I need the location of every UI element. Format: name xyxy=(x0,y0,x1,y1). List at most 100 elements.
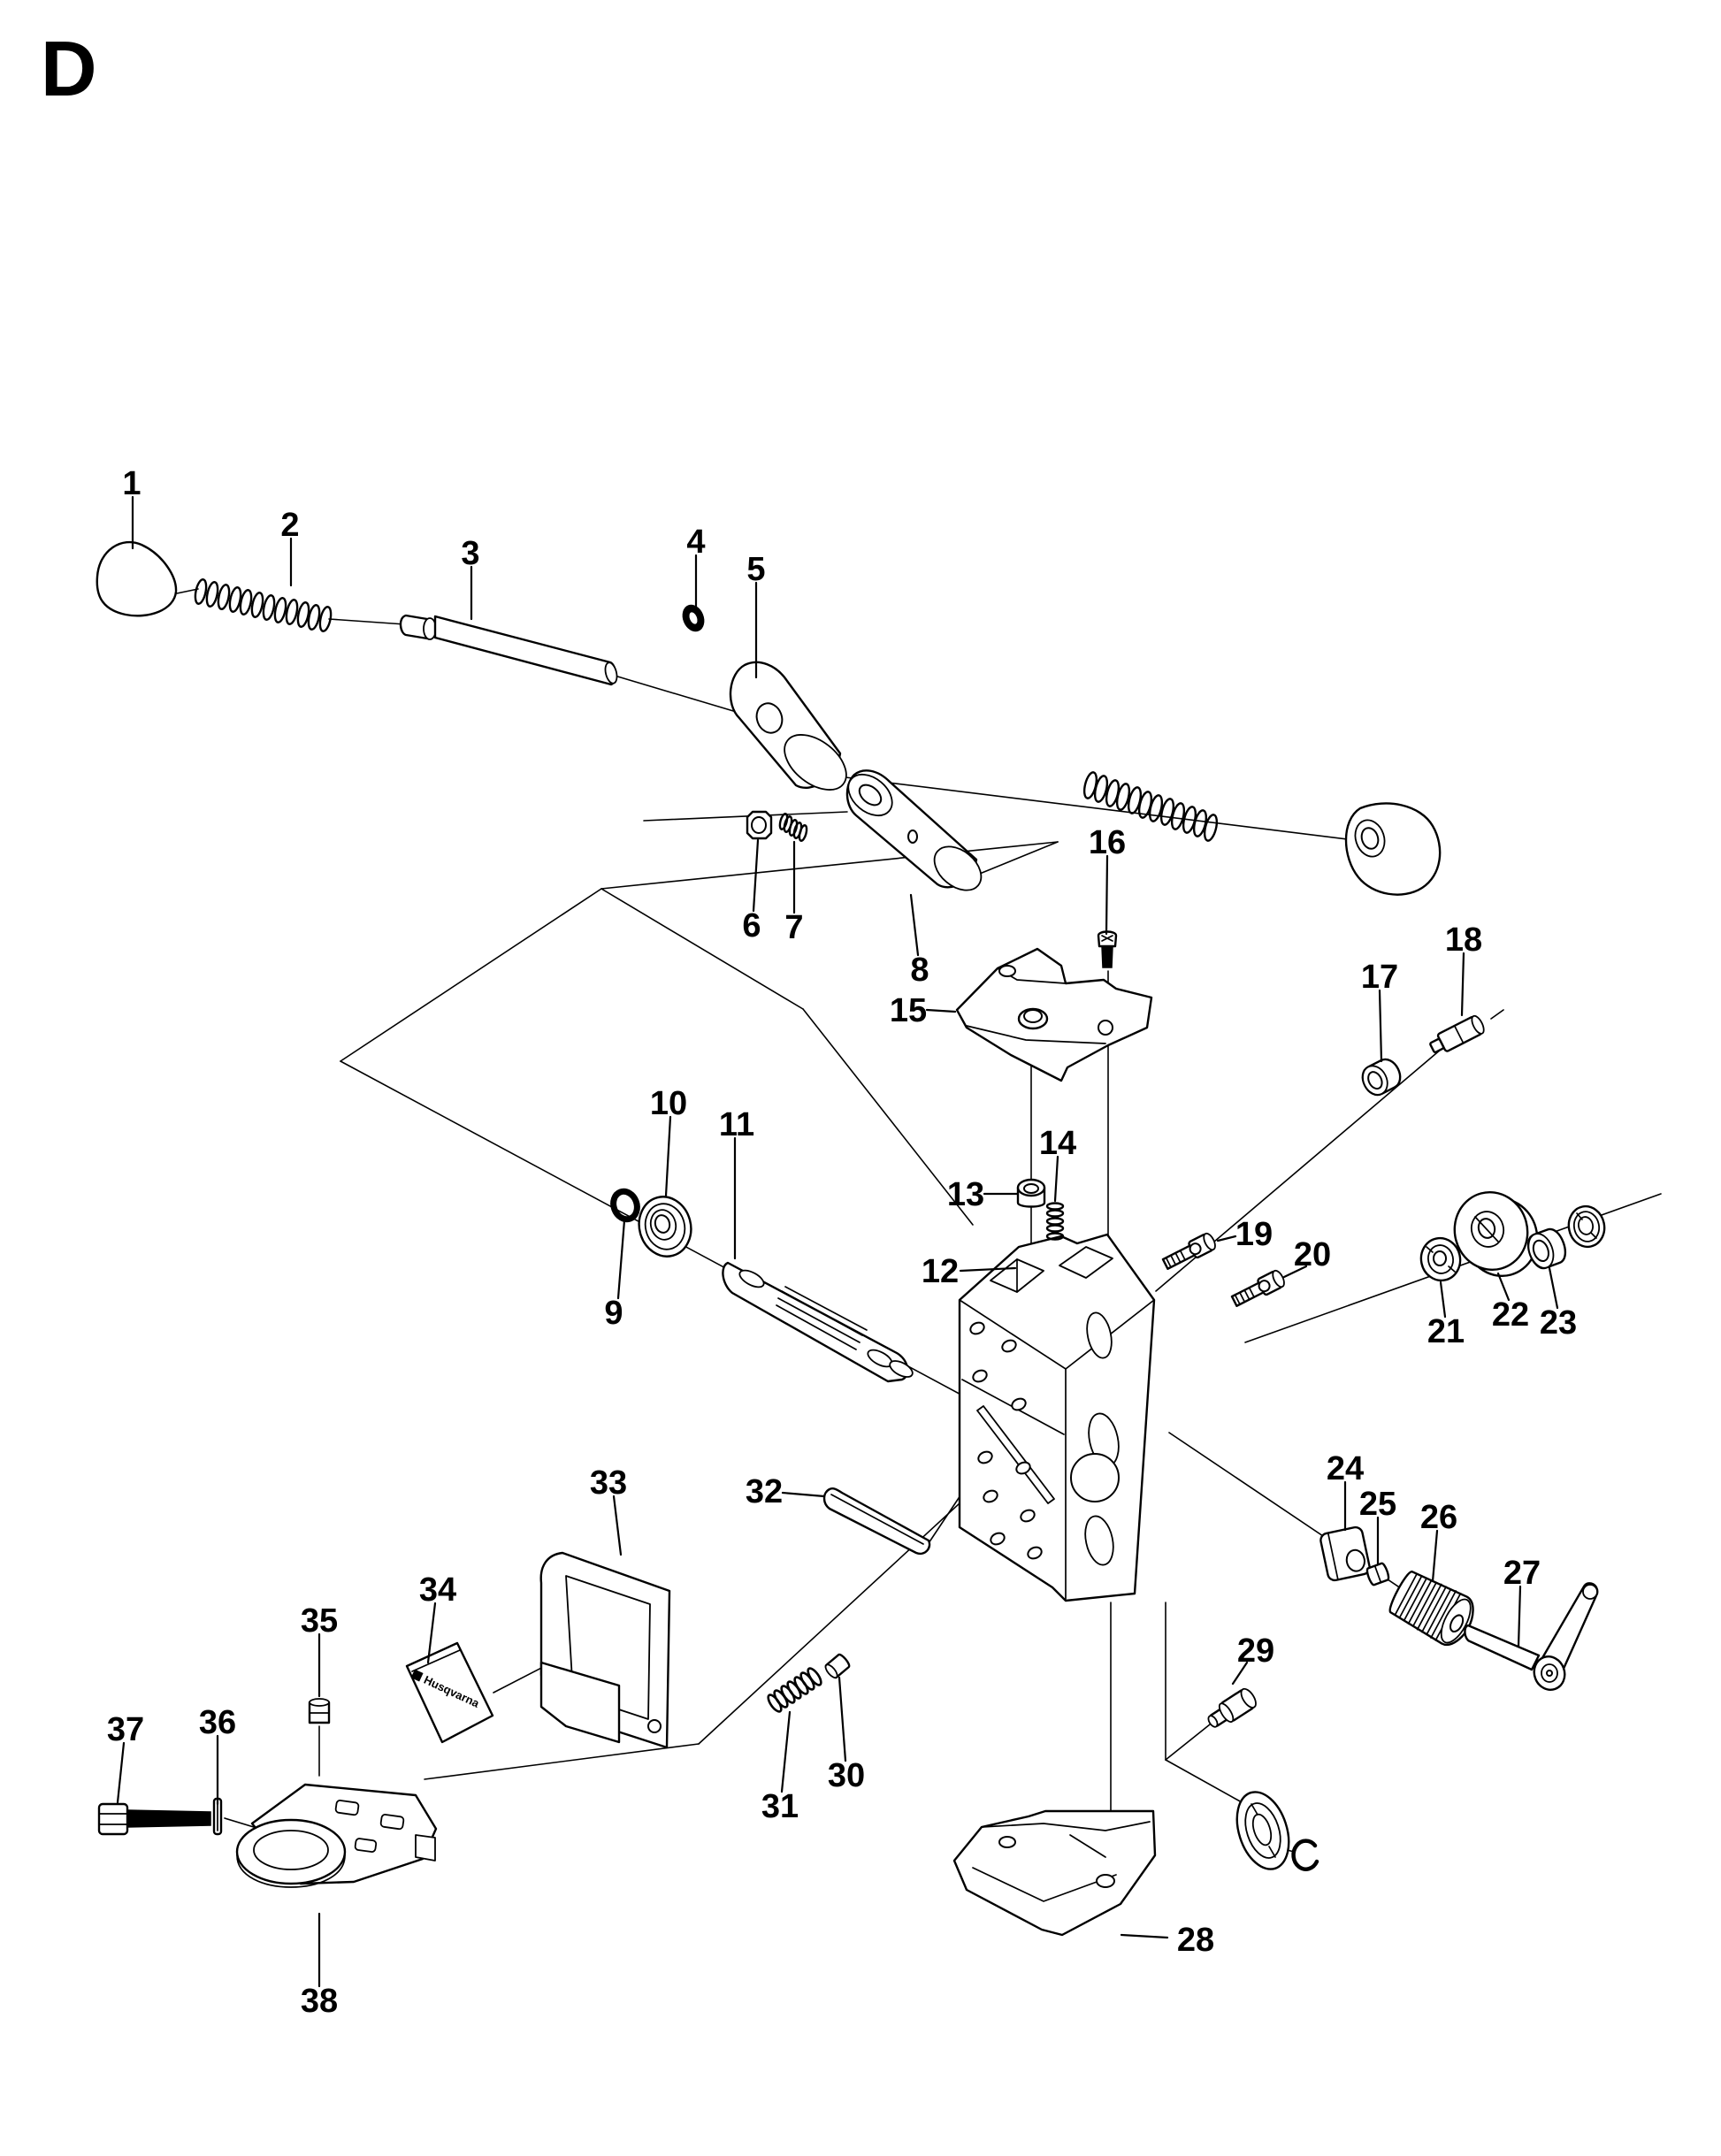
part-label-25: 25 xyxy=(1359,1486,1396,1523)
part-label-11: 11 xyxy=(719,1106,754,1143)
part-leader-14 xyxy=(1053,1155,1059,1203)
part-bracket-28 xyxy=(952,1809,1157,1937)
part-label-26: 26 xyxy=(1420,1499,1457,1536)
part-spacer-25 xyxy=(1365,1562,1390,1586)
part-label-35: 35 xyxy=(301,1602,338,1640)
part-leader-21 xyxy=(1439,1281,1447,1319)
part-leader-33 xyxy=(612,1495,623,1556)
part-leader-23 xyxy=(1548,1266,1559,1310)
part-bearing-right xyxy=(1567,1204,1606,1249)
part-leader-27 xyxy=(1517,1585,1522,1648)
part-label-37: 37 xyxy=(107,1711,144,1748)
part-label-33: 33 xyxy=(590,1464,627,1502)
part-lever-27 xyxy=(1464,1582,1599,1691)
part-label-1: 1 xyxy=(122,465,141,502)
part-leader-28 xyxy=(1120,1933,1169,1939)
part-spring-31 xyxy=(767,1667,822,1713)
part-cylinder-30 xyxy=(824,1653,851,1679)
part-knob-right xyxy=(1344,802,1442,896)
part-label-24: 24 xyxy=(1327,1450,1364,1487)
part-housing-12 xyxy=(958,1233,1156,1602)
part-leader-10 xyxy=(664,1115,672,1197)
part-spring-left xyxy=(194,578,333,632)
part-pin-35 xyxy=(308,1698,331,1724)
part-leader-12 xyxy=(959,1266,1017,1273)
section-letter: D xyxy=(41,25,97,112)
part-label-38: 38 xyxy=(301,1983,338,2020)
part-leader-22 xyxy=(1496,1272,1511,1302)
part-leader-26 xyxy=(1431,1529,1439,1583)
part-ring-17 xyxy=(1361,1058,1402,1097)
part-label-23: 23 xyxy=(1540,1304,1577,1342)
part-label-14: 14 xyxy=(1039,1125,1076,1162)
part-label-31: 31 xyxy=(761,1788,799,1825)
part-snapring xyxy=(1291,1839,1319,1871)
part-label-8: 8 xyxy=(910,952,929,989)
part-bearing-21 xyxy=(1419,1236,1462,1282)
part-label-10: 10 xyxy=(650,1085,687,1122)
part-label-15: 15 xyxy=(890,992,927,1029)
part-screw-16 xyxy=(1097,930,1118,968)
part-leader-9 xyxy=(616,1219,626,1300)
part-leader-6 xyxy=(752,838,760,913)
part-block-24 xyxy=(1319,1525,1371,1582)
part-label-7: 7 xyxy=(784,909,803,946)
part-leader-18 xyxy=(1460,952,1465,1017)
part-label-12: 12 xyxy=(922,1253,959,1290)
part-bearing-10 xyxy=(638,1196,692,1258)
part-label-20: 20 xyxy=(1294,1236,1331,1273)
part-leader-32 xyxy=(781,1491,826,1498)
part-washer-4 xyxy=(682,604,705,632)
part-tube-8 xyxy=(845,769,983,891)
part-label-32: 32 xyxy=(746,1473,783,1510)
part-leader-31 xyxy=(780,1710,792,1793)
part-label-3: 3 xyxy=(461,535,479,572)
part-label-4: 4 xyxy=(686,524,705,561)
part-label-29: 29 xyxy=(1237,1632,1274,1670)
part-shaft-11 xyxy=(722,1261,914,1383)
part-label-22: 22 xyxy=(1492,1296,1529,1334)
part-leader-34 xyxy=(426,1602,437,1664)
part-bolt-19 xyxy=(1161,1232,1216,1270)
part-leader-8 xyxy=(909,893,920,957)
part-leader-15 xyxy=(925,1008,957,1013)
part-bolt-20 xyxy=(1230,1269,1285,1307)
part-label-28: 28 xyxy=(1177,1922,1214,1959)
part-leader-37 xyxy=(116,1741,126,1804)
part-spring-14 xyxy=(1045,1202,1065,1241)
part-bezel-33 xyxy=(539,1551,671,1749)
part-spring-right xyxy=(1082,771,1219,842)
part-knob-left xyxy=(96,540,178,617)
part-plate-34: Husqvarna xyxy=(405,1641,494,1744)
part-leader-17 xyxy=(1378,989,1383,1063)
part-label-9: 9 xyxy=(604,1295,623,1332)
part-label-16: 16 xyxy=(1089,824,1126,861)
part-nut-6 xyxy=(746,810,773,840)
part-label-34: 34 xyxy=(419,1571,456,1609)
part-label-21: 21 xyxy=(1427,1313,1465,1350)
part-leader-30 xyxy=(838,1676,847,1762)
part-label-2: 2 xyxy=(280,507,299,544)
part-leader-19 xyxy=(1216,1235,1237,1242)
part-oring-9 xyxy=(610,1188,640,1223)
part-base-38 xyxy=(235,1783,438,1888)
part-label-36: 36 xyxy=(199,1704,236,1741)
part-pin-18 xyxy=(1429,1014,1485,1054)
part-bolt-37 xyxy=(97,1802,211,1836)
part-leader-16 xyxy=(1105,854,1109,936)
part-bushing-13 xyxy=(1016,1178,1046,1208)
part-spring-7 xyxy=(778,813,808,842)
part-label-19: 19 xyxy=(1235,1216,1273,1253)
part-pin-29 xyxy=(1207,1687,1257,1728)
part-coupler xyxy=(729,661,847,791)
part-label-6: 6 xyxy=(742,907,761,944)
part-label-30: 30 xyxy=(828,1757,865,1794)
part-label-18: 18 xyxy=(1445,921,1482,959)
part-label-5: 5 xyxy=(746,551,765,588)
part-knob-26 xyxy=(1388,1571,1474,1647)
part-label-27: 27 xyxy=(1503,1555,1541,1592)
part-spacer-23 xyxy=(1526,1227,1567,1270)
